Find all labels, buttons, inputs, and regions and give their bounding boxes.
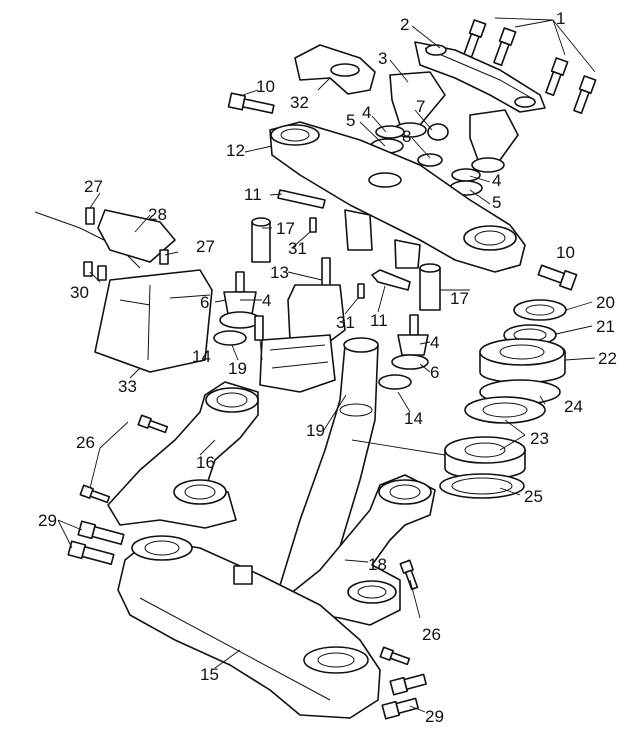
pin-19-short bbox=[254, 315, 264, 341]
label-5-a: 5 bbox=[346, 111, 355, 130]
label-19-b: 19 bbox=[306, 421, 325, 440]
label-24: 24 bbox=[564, 397, 583, 416]
label-7: 7 bbox=[416, 97, 425, 116]
label-16: 16 bbox=[196, 453, 215, 472]
label-6-b: 6 bbox=[430, 363, 439, 382]
label-27-a: 27 bbox=[84, 177, 103, 196]
bolt-10-upper bbox=[227, 92, 275, 114]
damper-right bbox=[378, 314, 429, 390]
leader-lines bbox=[57, 17, 596, 713]
label-26-b: 26 bbox=[422, 625, 441, 644]
wire-28 bbox=[34, 211, 141, 269]
label-12: 12 bbox=[226, 141, 245, 160]
label-21: 21 bbox=[596, 317, 615, 336]
label-4-b: 4 bbox=[492, 171, 501, 190]
label-18: 18 bbox=[368, 555, 387, 574]
label-10-right: 10 bbox=[556, 243, 575, 262]
label-6-a: 6 bbox=[200, 293, 209, 312]
bracket-28 bbox=[83, 207, 176, 281]
upper-triple-clamp bbox=[269, 121, 526, 273]
label-29-b: 29 bbox=[425, 707, 444, 726]
lower-triple-clamp bbox=[117, 535, 381, 719]
label-23: 23 bbox=[530, 429, 549, 448]
label-15: 15 bbox=[200, 665, 219, 684]
steering-lock-13 bbox=[259, 257, 346, 393]
washers-upper bbox=[370, 123, 483, 196]
label-8: 8 bbox=[402, 127, 411, 146]
screw-31-b bbox=[357, 283, 365, 299]
fork-bracket-left bbox=[107, 381, 259, 529]
clamp-cap-32 bbox=[294, 44, 376, 95]
label-33: 33 bbox=[118, 377, 137, 396]
label-14-b: 14 bbox=[404, 409, 423, 428]
bearing-stack bbox=[439, 299, 567, 499]
handlebar-risers bbox=[389, 71, 519, 173]
label-1: 1 bbox=[556, 9, 565, 28]
label-20: 20 bbox=[596, 293, 615, 312]
screw-31-a bbox=[309, 217, 317, 233]
label-3: 3 bbox=[378, 49, 387, 68]
fork-bracket-right bbox=[284, 474, 436, 626]
label-28: 28 bbox=[148, 205, 167, 224]
label-30: 30 bbox=[70, 283, 89, 302]
label-31-a: 31 bbox=[288, 239, 307, 258]
label-4-d: 4 bbox=[430, 333, 439, 352]
pin-11-right bbox=[371, 269, 411, 291]
cover-panel-33 bbox=[94, 269, 213, 373]
sleeve-17-right bbox=[419, 263, 441, 311]
label-29-a: 29 bbox=[38, 511, 57, 530]
label-32: 32 bbox=[290, 93, 309, 112]
sleeve-17-left bbox=[251, 217, 271, 263]
label-10-upper: 10 bbox=[256, 77, 275, 96]
label-11-a: 11 bbox=[244, 185, 262, 204]
label-25: 25 bbox=[524, 487, 543, 506]
label-31-b: 31 bbox=[336, 313, 355, 332]
label-2: 2 bbox=[400, 15, 409, 34]
bolt-10-right bbox=[537, 264, 578, 291]
label-27-b: 27 bbox=[196, 237, 215, 256]
label-13: 13 bbox=[270, 263, 289, 282]
label-17-a: 17 bbox=[276, 219, 295, 238]
label-4-c: 4 bbox=[262, 291, 271, 310]
label-19-a: 19 bbox=[228, 359, 247, 378]
bolts-26 bbox=[79, 414, 419, 666]
bolts-29 bbox=[67, 520, 427, 720]
label-17-b: 17 bbox=[450, 289, 469, 308]
label-22: 22 bbox=[598, 349, 617, 368]
label-5-b: 5 bbox=[492, 193, 501, 212]
pin-11-left bbox=[277, 189, 326, 209]
label-11-b: 11 bbox=[370, 311, 388, 330]
label-14-a: 14 bbox=[192, 347, 211, 366]
handlebar-clamp-top bbox=[414, 41, 546, 113]
label-4-a: 4 bbox=[362, 103, 371, 122]
damper-left bbox=[213, 271, 261, 346]
label-26-a: 26 bbox=[76, 433, 95, 452]
part-labels: 1 2 3 32 10 4 5 7 8 4 5 12 11 17 31 13 2… bbox=[38, 9, 617, 726]
